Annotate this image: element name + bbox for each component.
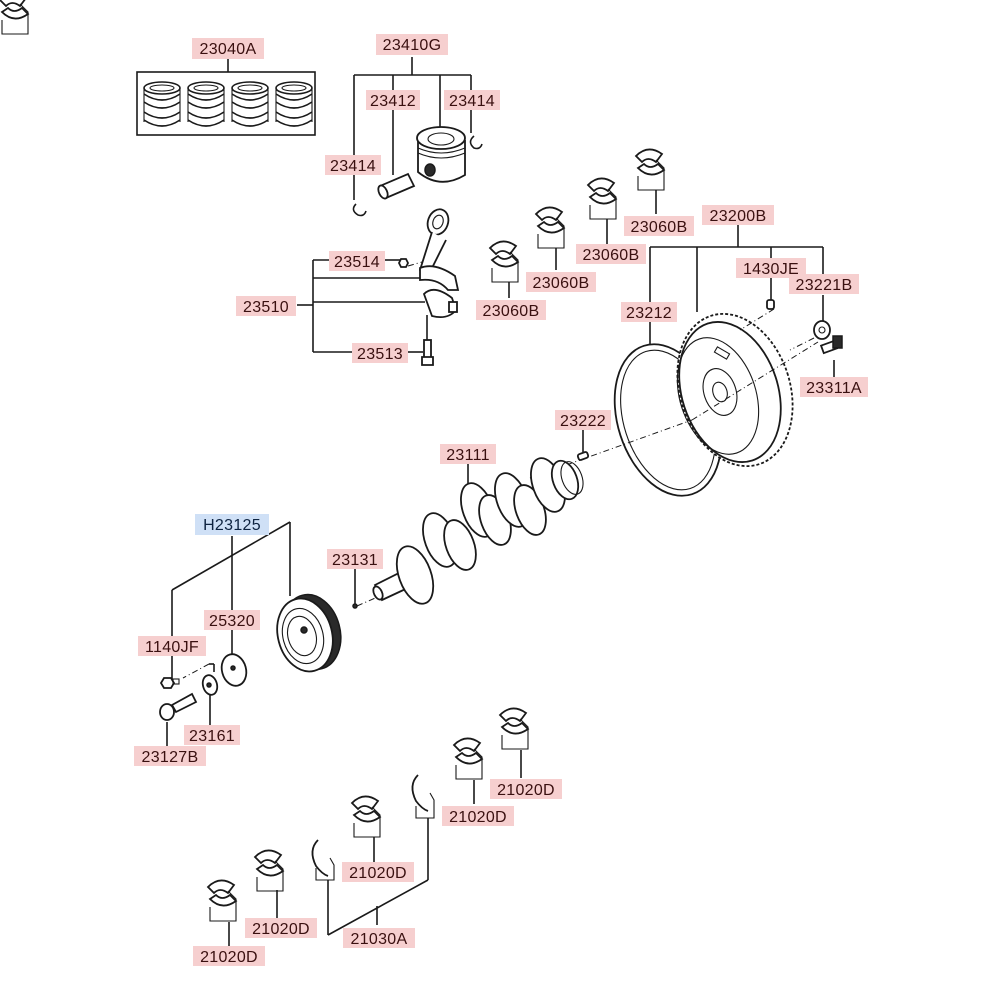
con-rod-bolt-illustration — [421, 339, 434, 366]
flywheel-lines — [649, 224, 835, 378]
label-crankshaft[interactable]: 23111 — [440, 444, 496, 464]
label-key[interactable]: 23131 — [327, 549, 383, 569]
connecting-rod-illustration — [397, 208, 460, 319]
svg-text:23127B: 23127B — [142, 749, 199, 766]
crankshaft-illustration — [372, 457, 584, 605]
damper-pulley-illustration — [276, 593, 342, 673]
svg-text:23161: 23161 — [189, 728, 235, 745]
svg-text:25320: 25320 — [209, 613, 255, 630]
svg-text:23040A: 23040A — [200, 41, 257, 58]
label-con-rod-nut[interactable]: 23514 — [329, 251, 385, 271]
bolt-1140jf-illustration — [159, 677, 180, 689]
svg-text:21020D: 21020D — [497, 782, 555, 799]
piston-illustration — [416, 126, 466, 183]
piston-assembly-lines — [353, 57, 472, 200]
svg-text:23514: 23514 — [334, 254, 380, 271]
svg-text:23111: 23111 — [446, 447, 490, 464]
svg-text:23060B: 23060B — [631, 219, 688, 236]
label-flywheel-assembly[interactable]: 23200B — [702, 205, 774, 225]
svg-text:23410G: 23410G — [383, 37, 442, 54]
label-connecting-rod[interactable]: 23510 — [236, 296, 296, 316]
svg-text:23131: 23131 — [332, 552, 378, 569]
piston-pin-illustration — [377, 172, 416, 200]
flywheel-bolt-illustration — [819, 335, 843, 355]
label-main-bearing-5[interactable]: 21020D — [490, 779, 562, 799]
label-main-bearing-1[interactable]: 21020D — [193, 946, 265, 966]
main-bearing-lines — [228, 750, 522, 946]
con-rod-bearing-illustration — [0, 0, 30, 35]
label-pin-1430je[interactable]: 1430JE — [736, 258, 806, 278]
label-snap-ring-right[interactable]: 23414 — [444, 90, 500, 110]
pin-1430je-illustration — [766, 299, 775, 310]
label-ring-gear[interactable]: 23212 — [621, 302, 677, 322]
svg-text:H23125: H23125 — [203, 517, 261, 534]
label-snap-ring-left[interactable]: 23414 — [325, 155, 381, 175]
svg-text:23414: 23414 — [449, 93, 495, 110]
svg-text:21020D: 21020D — [449, 809, 507, 826]
con-rod-bearing-lines — [508, 190, 657, 298]
svg-text:1140JF: 1140JF — [145, 639, 199, 656]
label-piston-pin[interactable]: 23412 — [366, 90, 420, 110]
svg-text:23412: 23412 — [370, 93, 416, 110]
svg-text:23060B: 23060B — [583, 247, 640, 264]
connecting-rod-lines — [297, 259, 428, 353]
svg-text:23510: 23510 — [243, 299, 289, 316]
svg-text:23212: 23212 — [626, 305, 672, 322]
svg-text:23200B: 23200B — [710, 208, 767, 225]
label-con-rod-bolt[interactable]: 23513 — [352, 343, 408, 363]
piston-ring-set-illustration — [136, 58, 316, 136]
svg-text:23513: 23513 — [357, 346, 403, 363]
label-con-rod-bearing-2[interactable]: 23060B — [526, 272, 596, 292]
label-con-rod-bearing-1[interactable]: 23060B — [476, 300, 546, 320]
key-illustration — [352, 603, 358, 609]
label-piston-ring-set[interactable]: 23040A — [192, 38, 264, 59]
label-main-bearing-4[interactable]: 21020D — [442, 806, 514, 826]
pulley-bolt-illustration — [159, 692, 198, 721]
dowel-pin-illustration — [576, 451, 590, 461]
snap-ring-right-illustration — [469, 135, 483, 150]
label-dowel-pin[interactable]: 23222 — [555, 410, 611, 430]
svg-text:23060B: 23060B — [483, 303, 540, 320]
svg-text:23311A: 23311A — [806, 380, 862, 397]
label-sprocket[interactable]: 25320 — [204, 610, 260, 630]
thrust-washer-illustration — [311, 774, 435, 881]
svg-text:21020D: 21020D — [200, 949, 258, 966]
svg-text:21020D: 21020D — [252, 921, 310, 938]
svg-text:23060B: 23060B — [533, 275, 590, 292]
label-con-rod-bearing-4[interactable]: 23060B — [624, 216, 694, 236]
damper-pulley-lines — [166, 521, 291, 746]
label-main-bearing-2[interactable]: 21020D — [245, 918, 317, 938]
svg-text:21020D: 21020D — [349, 865, 407, 882]
snap-ring-left-illustration — [352, 203, 367, 217]
flywheel-illustration — [676, 312, 794, 468]
reinforcement-plate-illustration — [813, 320, 831, 340]
svg-text:21030A: 21030A — [351, 931, 408, 948]
label-thrust-washer-set[interactable]: 21030A — [343, 928, 415, 948]
washer-illustration — [201, 674, 219, 696]
label-damper-pulley[interactable]: H23125 — [195, 514, 269, 535]
svg-text:23222: 23222 — [560, 413, 606, 430]
svg-text:1430JE: 1430JE — [743, 261, 799, 278]
label-piston-assembly[interactable]: 23410G — [376, 34, 448, 55]
label-con-rod-bearing-3[interactable]: 23060B — [576, 244, 646, 264]
label-reinforcement[interactable]: 23221B — [789, 274, 859, 294]
svg-text:23221B: 23221B — [796, 277, 853, 294]
label-flywheel-bolt[interactable]: 23311A — [800, 377, 868, 397]
svg-text:23414: 23414 — [330, 158, 376, 175]
label-bolt-1140jf[interactable]: 1140JF — [138, 636, 206, 656]
label-main-bearing-3[interactable]: 21020D — [342, 862, 414, 882]
label-pulley-bolt[interactable]: 23127B — [134, 746, 206, 766]
label-washer[interactable]: 23161 — [184, 725, 240, 745]
sprocket-illustration — [220, 653, 248, 687]
